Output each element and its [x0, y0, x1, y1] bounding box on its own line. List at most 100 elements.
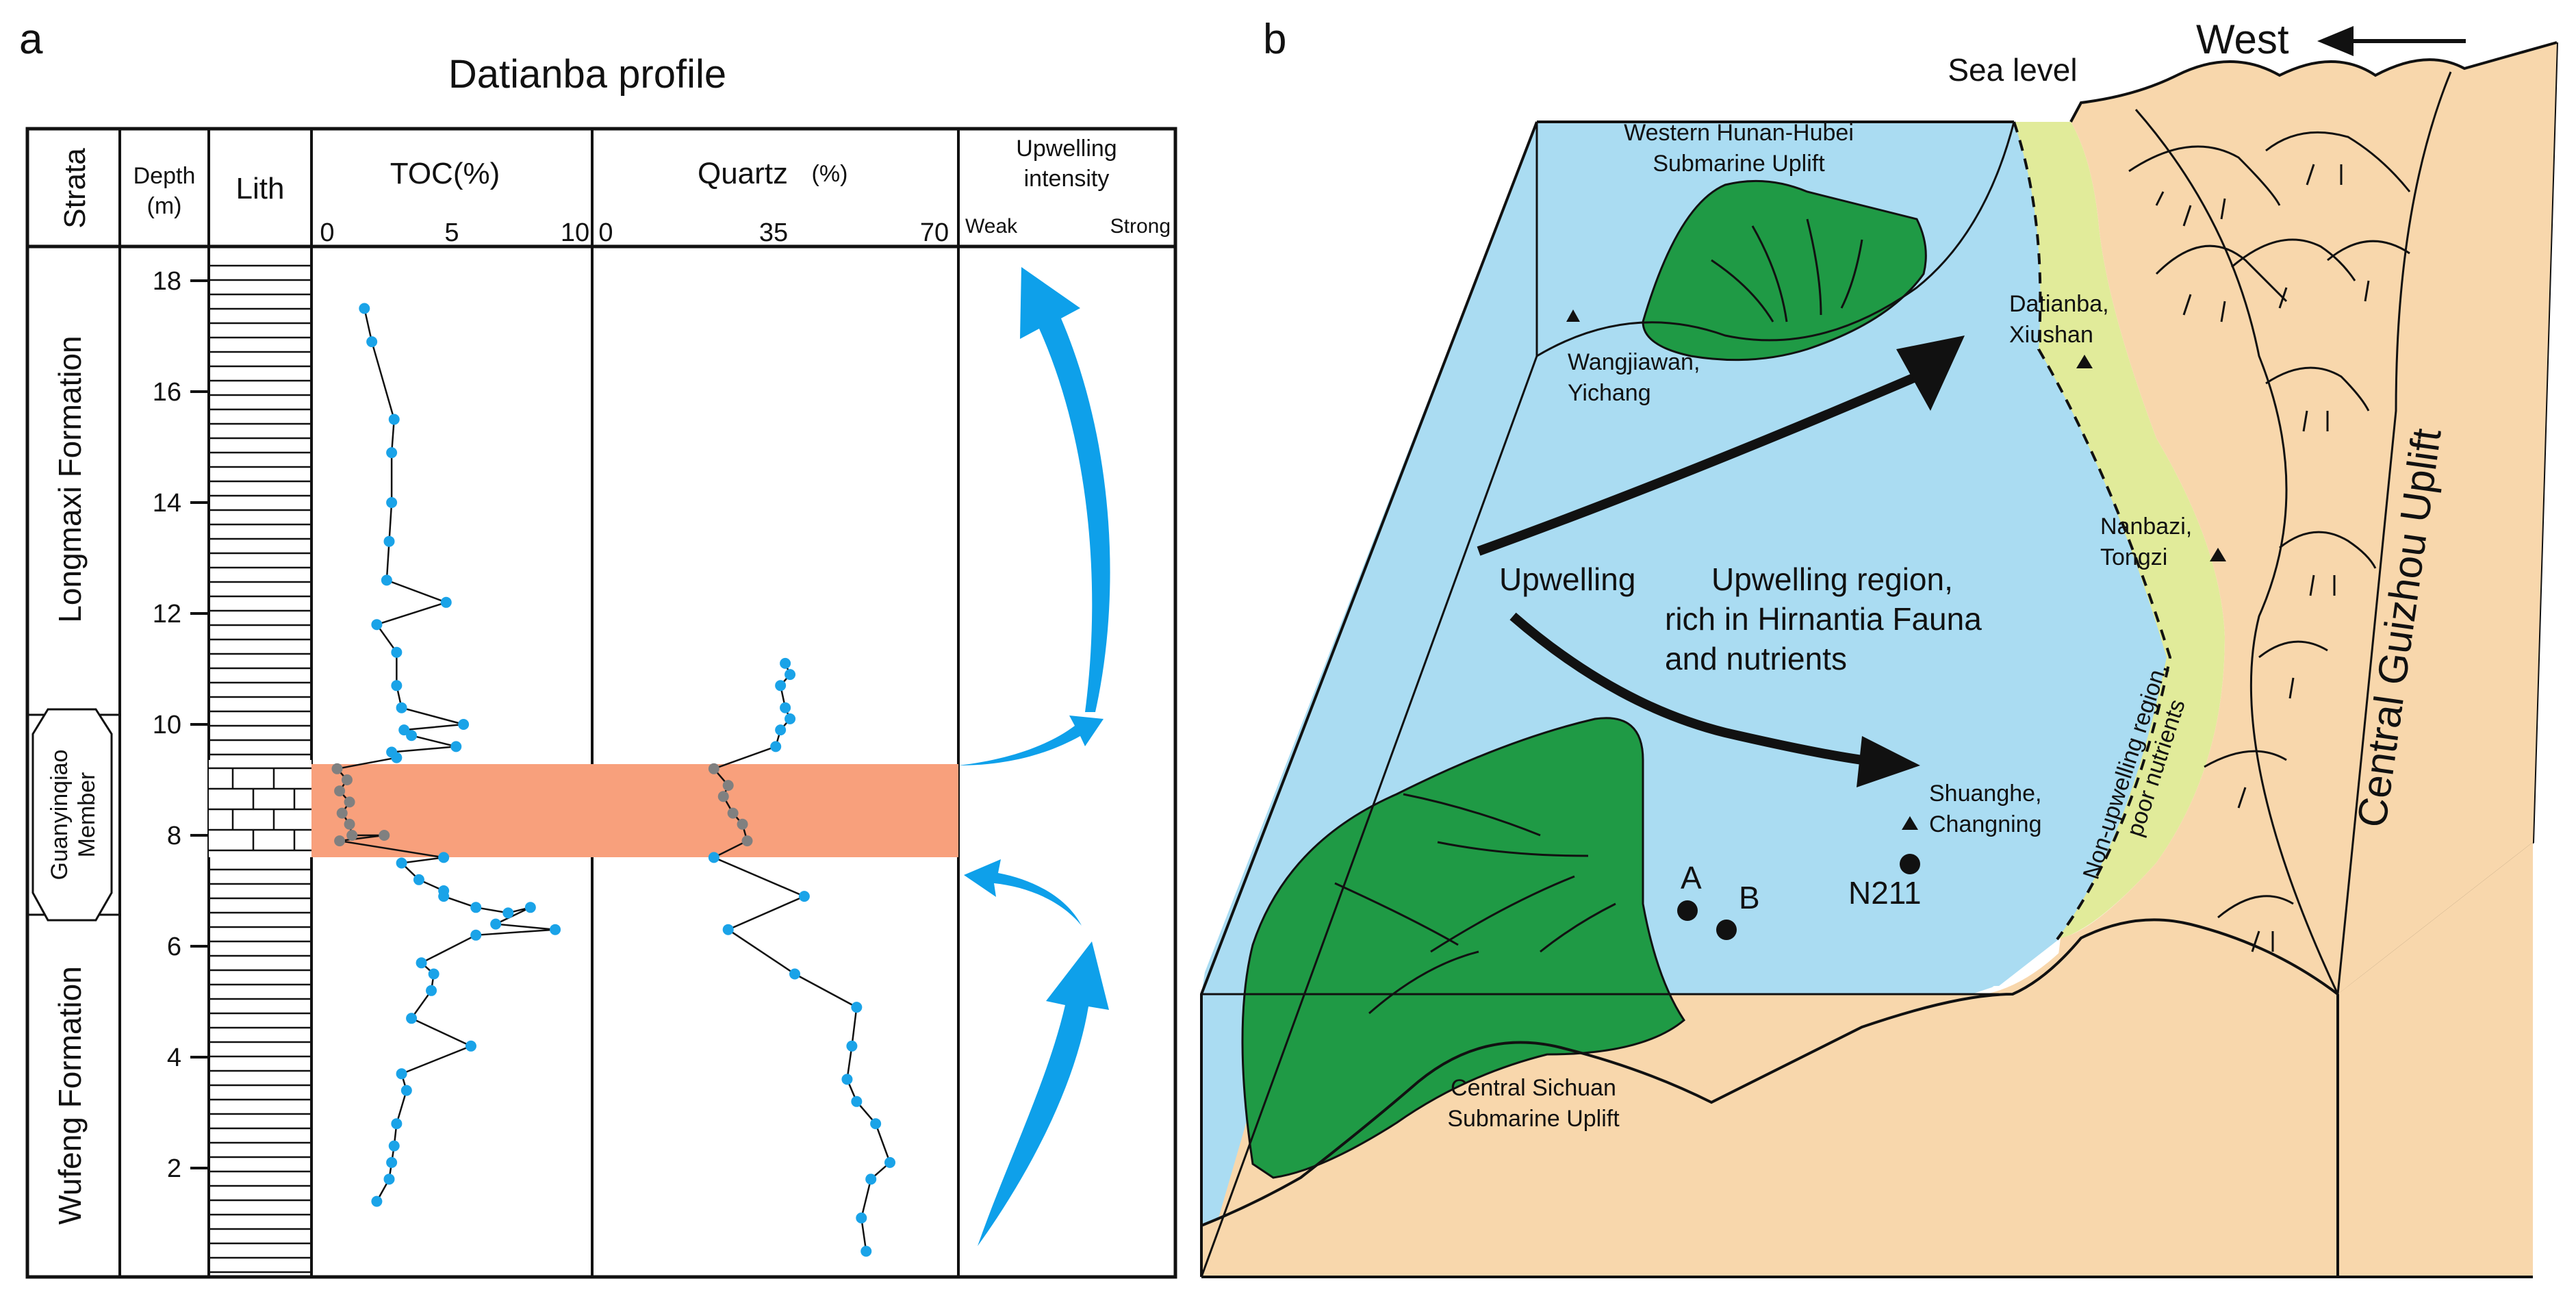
toc-point-37 [470, 929, 482, 941]
depth-tick-10: 10 [153, 711, 181, 739]
shuanghe-label: Shuanghe, [1929, 781, 2042, 807]
quartz-point-25 [860, 1245, 872, 1257]
header-lith: Lith [236, 172, 285, 205]
quartz-point-20 [851, 1095, 863, 1107]
panel-a-letter: a [19, 16, 43, 63]
toc-point-6 [381, 574, 392, 586]
wangjiawan-marker [1566, 309, 1580, 322]
toc-point-40 [426, 985, 437, 996]
toc-point-15 [450, 741, 462, 752]
shuanghe-marker [1902, 816, 1918, 830]
toc-point-48 [383, 1174, 395, 1185]
upwelling-arrow-north [1477, 372, 1919, 556]
upwelling-arrow-top [1020, 267, 1110, 712]
quartz-point-4 [785, 713, 796, 724]
nanbazi-label-2: Tongzi [2100, 544, 2167, 570]
land-front [1201, 844, 2533, 1277]
toc-point-12 [458, 719, 470, 730]
upwelling-arrowhead-south [1857, 736, 1920, 787]
quartz-point-1 [785, 669, 796, 681]
panel-b: b West Sea level [1200, 16, 2558, 1278]
quartz-point-22 [884, 1156, 895, 1168]
quartz-tick-0: 0 [598, 218, 613, 247]
toc-point-43 [396, 1068, 407, 1080]
header-intensity: intensity [1024, 166, 1110, 192]
west-arrowhead [2317, 26, 2354, 56]
upwelling-arrows [958, 267, 1110, 1246]
quartz-point-3 [780, 702, 791, 713]
depth-tick-6: 6 [167, 933, 181, 961]
header-upwelling: Upwelling [1016, 136, 1117, 162]
region-label-3: and nutrients [1665, 641, 1847, 676]
mountain-sketches [2128, 131, 2411, 919]
toc-point-23 [344, 818, 355, 830]
mountain-skyline [2069, 41, 2558, 123]
land-back [2054, 42, 2557, 994]
toc-tick-0: 0 [320, 218, 334, 247]
upwelling-arrow-lower [978, 941, 1109, 1246]
toc-point-46 [388, 1140, 400, 1152]
toc-point-31 [438, 891, 450, 902]
depth-tick-4: 4 [167, 1043, 181, 1072]
toc-point-5 [383, 535, 395, 547]
well-b-label: B [1739, 880, 1760, 915]
toc-point-32 [470, 902, 482, 913]
toc-point-45 [391, 1118, 403, 1130]
strata-longmaxi: Longmaxi Formation [52, 335, 88, 622]
quartz-point-13 [708, 852, 719, 863]
header-depth-unit: (m) [147, 193, 182, 219]
toc-point-10 [391, 680, 403, 692]
toc-point-29 [413, 874, 424, 885]
quartz-point-2 [775, 680, 787, 692]
datianba-marker [2076, 355, 2093, 368]
depth-tick-18: 18 [153, 267, 181, 296]
strata-wufeng: Wufeng Formation [52, 966, 88, 1225]
well-a-label: A [1681, 860, 1702, 896]
quartz-point-15 [722, 924, 734, 935]
western-hunan-uplift [1642, 179, 1927, 362]
toc-point-14 [406, 730, 418, 742]
toc-point-22 [336, 807, 348, 819]
quartz-point-21 [870, 1118, 882, 1130]
toc-point-33 [502, 907, 514, 919]
toc-point-41 [406, 1013, 418, 1024]
quartz-point-11 [737, 818, 748, 830]
toc-series [331, 303, 561, 1207]
well-n211-label: N211 [1848, 875, 1922, 911]
header-weak: Weak [965, 215, 1018, 238]
toc-tick-10: 10 [561, 218, 589, 247]
toc-point-20 [334, 785, 346, 797]
toc-point-9 [391, 646, 403, 658]
toc-point-21 [344, 796, 355, 808]
upwelling-arrow-mid [958, 715, 1104, 765]
datianba-label-2: Xiushan [2009, 322, 2093, 348]
member-box [31, 708, 113, 922]
land-profile [1201, 918, 2339, 1227]
toc-point-1 [366, 336, 378, 348]
quartz-point-6 [770, 741, 782, 752]
header-quartz-unit: (%) [812, 161, 848, 187]
toc-point-18 [331, 763, 343, 774]
toc-point-11 [396, 702, 407, 713]
strata-guanyinqiao: Guanyinqiao [47, 750, 73, 880]
quartz-point-14 [798, 891, 810, 902]
quartz-point-17 [851, 1002, 863, 1013]
depth-tick-14: 14 [153, 489, 181, 518]
header-depth: Depth [133, 163, 196, 189]
well-a-marker [1677, 900, 1698, 921]
quartz-point-24 [856, 1212, 867, 1224]
panel-a: a Datianba profile Strata Depth (m) Lith… [19, 16, 1177, 1279]
non-upwelling-strip [2014, 122, 2225, 939]
quartz-point-18 [846, 1040, 858, 1052]
toc-point-25 [379, 830, 390, 841]
quartz-tick-70: 70 [920, 218, 949, 247]
quartz-point-19 [841, 1074, 853, 1085]
toc-point-27 [438, 852, 450, 863]
uplift-front-line [2336, 71, 2452, 995]
panel-a-title: Datianba profile [448, 52, 726, 97]
quartz-series [708, 657, 895, 1257]
quartz-point-8 [722, 780, 734, 791]
toc-point-0 [359, 303, 370, 314]
quartz-point-16 [789, 968, 800, 980]
depth-tick-16: 16 [153, 378, 181, 407]
